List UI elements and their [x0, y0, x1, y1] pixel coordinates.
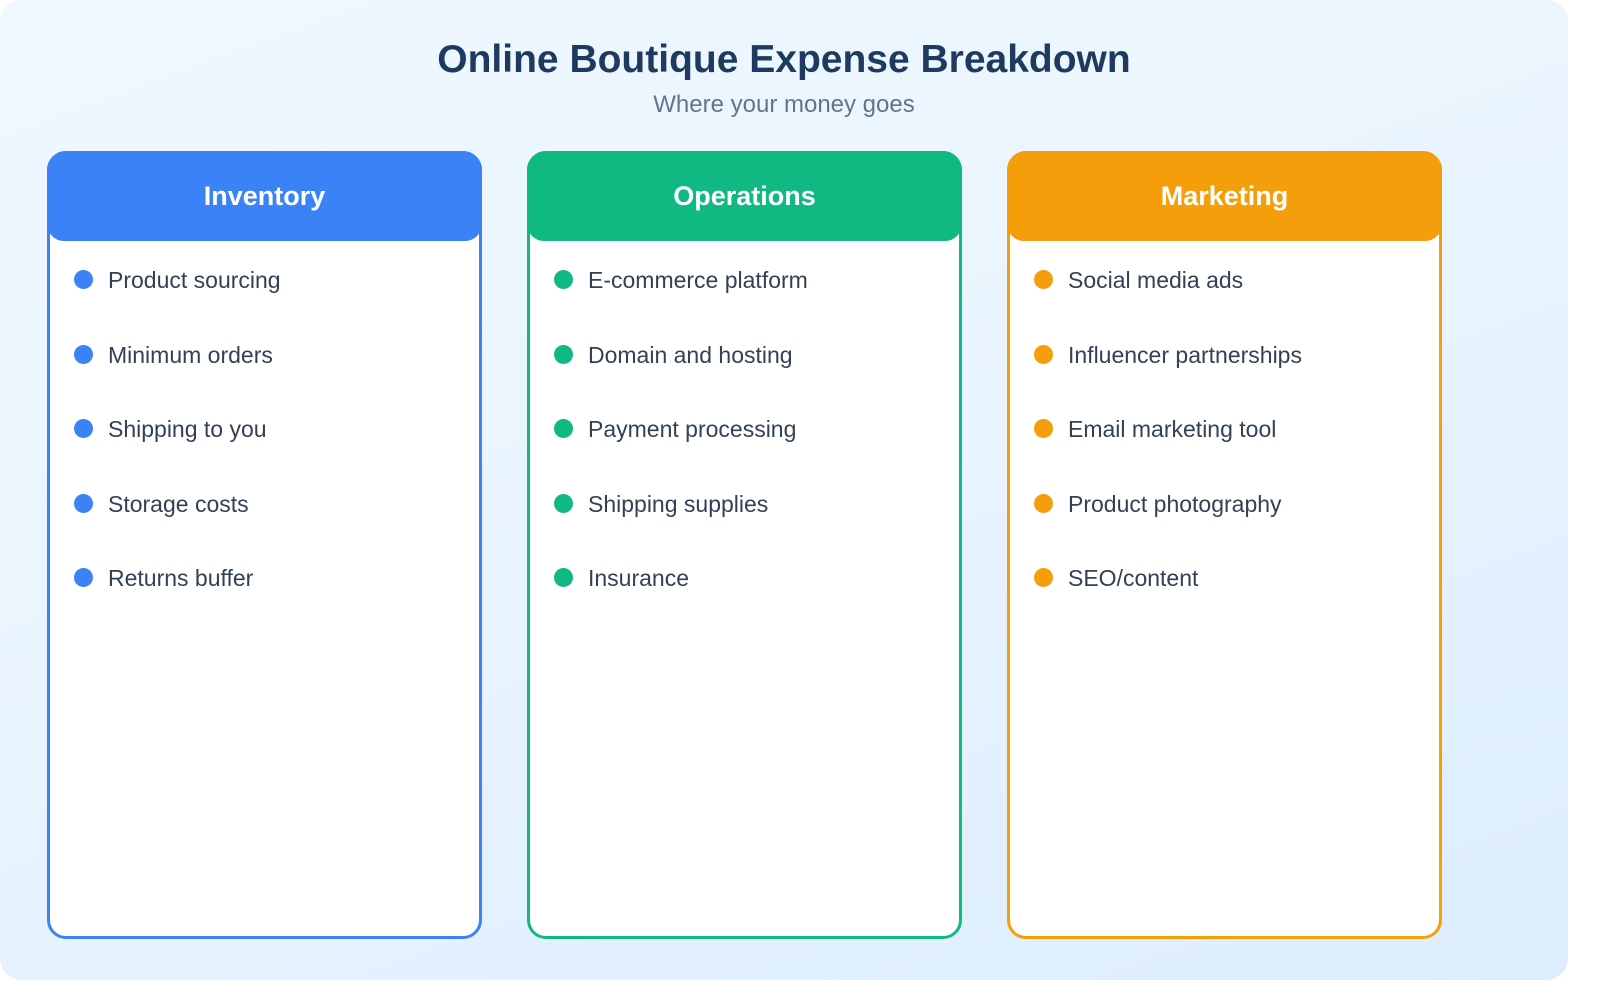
category-card-operations: Operations E-commerce platform Domain an…	[527, 151, 962, 939]
list-item-label: Minimum orders	[108, 342, 273, 368]
bullet-dot-icon	[74, 270, 93, 289]
bullet-dot-icon	[554, 494, 573, 513]
list-item-label: Domain and hosting	[588, 342, 793, 368]
list-item-label: E-commerce platform	[588, 267, 808, 293]
bullet-dot-icon	[554, 568, 573, 587]
category-card-inventory: Inventory Product sourcing Minimum order…	[47, 151, 482, 939]
bullet-dot-icon	[1034, 568, 1053, 587]
category-card-marketing: Marketing Social media ads Influencer pa…	[1007, 151, 1442, 939]
list-item-label: Shipping supplies	[588, 491, 769, 517]
category-header-marketing: Marketing	[1007, 151, 1442, 241]
bullet-dot-icon	[74, 419, 93, 438]
category-title: Inventory	[203, 181, 326, 211]
bullet-dot-icon	[1034, 419, 1053, 438]
bullet-dot-icon	[74, 568, 93, 587]
list-item-label: Shipping to you	[108, 416, 267, 442]
bullet-dot-icon	[554, 345, 573, 364]
bullet-dot-icon	[554, 270, 573, 289]
diagram-canvas: Online Boutique Expense Breakdown Where …	[0, 0, 1568, 980]
list-item-label: Social media ads	[1068, 267, 1244, 293]
list-item-label: SEO/content	[1068, 565, 1199, 591]
bullet-dot-icon	[1034, 494, 1053, 513]
list-item-label: Payment processing	[588, 416, 797, 442]
bullet-dot-icon	[1034, 270, 1053, 289]
category-title: Marketing	[1160, 181, 1289, 211]
list-item-label: Insurance	[588, 565, 690, 591]
list-item-label: Email marketing tool	[1068, 416, 1277, 442]
bullet-dot-icon	[74, 494, 93, 513]
page-subtitle: Where your money goes	[653, 91, 915, 118]
bullet-dot-icon	[1034, 345, 1053, 364]
list-item-label: Product photography	[1068, 491, 1282, 517]
list-item-label: Storage costs	[108, 491, 249, 517]
bullet-dot-icon	[74, 345, 93, 364]
bullet-dot-icon	[554, 419, 573, 438]
category-header-inventory: Inventory	[47, 151, 482, 241]
list-item-label: Returns buffer	[108, 565, 254, 591]
list-item-label: Influencer partnerships	[1068, 342, 1302, 368]
category-header-operations: Operations	[527, 151, 962, 241]
page-title: Online Boutique Expense Breakdown	[437, 38, 1131, 81]
category-title: Operations	[673, 181, 816, 211]
list-item-label: Product sourcing	[108, 267, 281, 293]
